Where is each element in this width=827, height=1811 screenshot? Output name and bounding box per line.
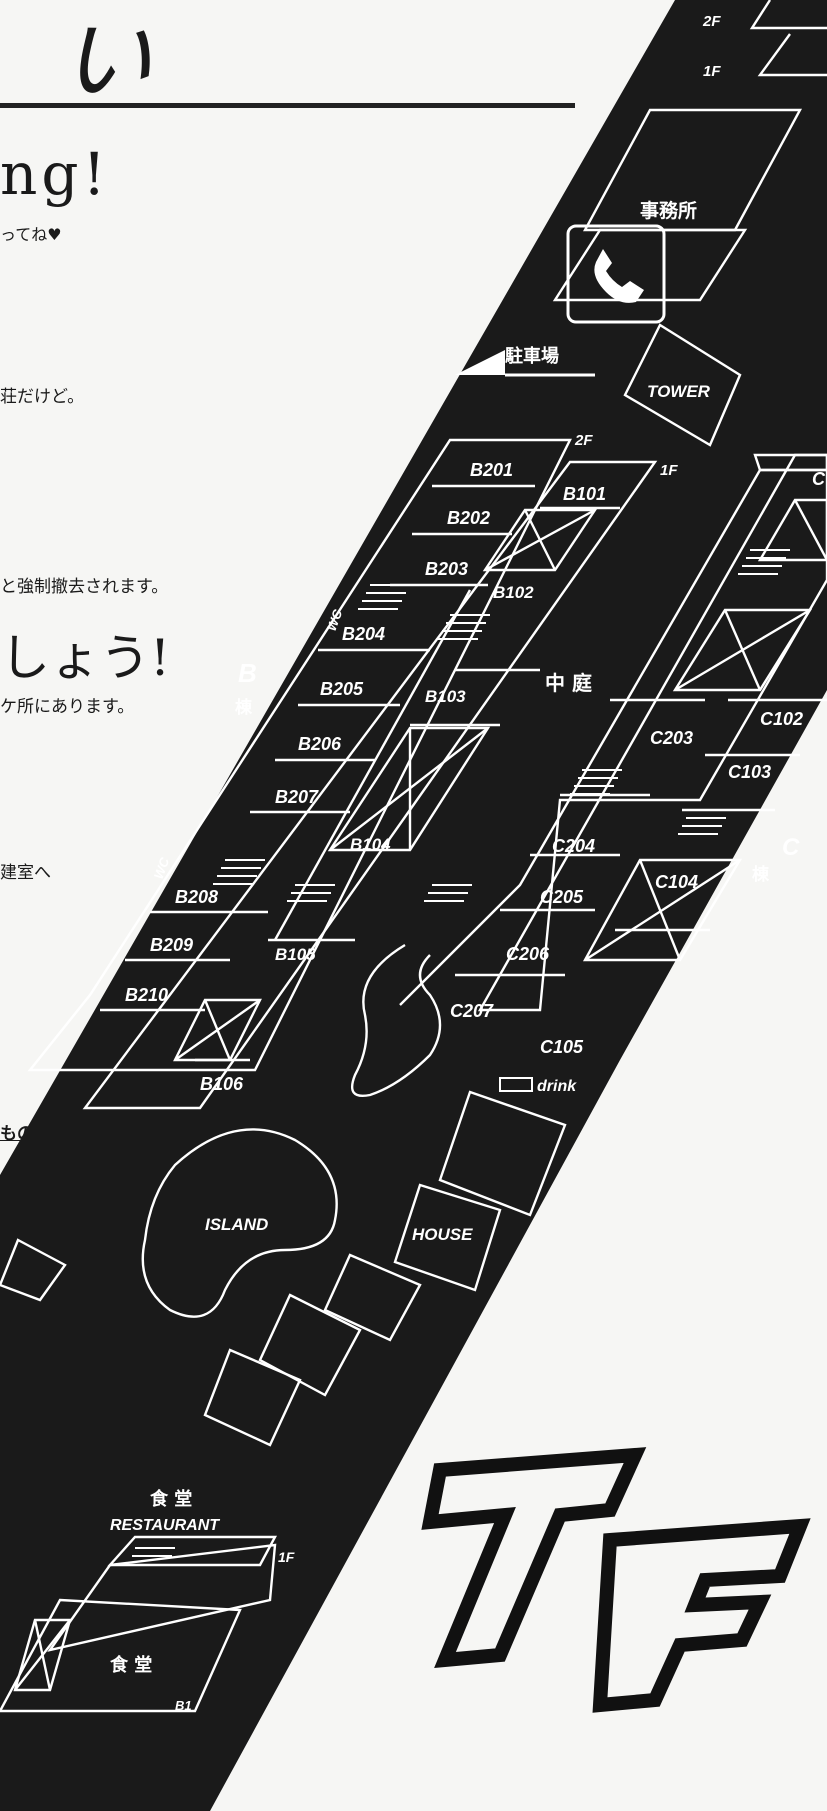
room-b204: B204 (342, 624, 385, 644)
room-b103: B103 (425, 687, 466, 706)
b-floor-2f: 2F (574, 432, 593, 449)
text-line-3: と強制撤去されます。 (0, 577, 169, 597)
room-c102: C102 (760, 709, 803, 729)
office-label: 事務所 (640, 199, 697, 222)
b-building-letter: B (238, 658, 257, 688)
tf-logo: TF (0, 0, 811, 1713)
c-partial-label: C (812, 469, 826, 489)
room-c207: C207 (450, 1001, 494, 1021)
b-wc-lower: WC (151, 855, 173, 881)
tower-label: TOWER (647, 382, 711, 401)
b-wc-upper: WC (324, 607, 346, 633)
parking-label: 駐車場 (505, 345, 559, 367)
parking-arrow-icon (455, 350, 505, 375)
c-building-letter: C (782, 834, 800, 861)
tower-outline (623, 323, 742, 447)
heading-fragment: ng! (0, 140, 110, 208)
room-c104: C104 (655, 872, 698, 892)
room-b101: B101 (563, 484, 606, 504)
b-floor-1f: 1F (660, 462, 678, 479)
room-c105: C105 (540, 1037, 584, 1057)
title-rule (0, 103, 575, 108)
courtyard-label: 中 庭 (545, 671, 592, 695)
text-line-2: 荘だけど。 (0, 387, 85, 407)
room-b203: B203 (425, 559, 468, 579)
restaurant-en-label: RESTAURANT (110, 1517, 220, 1534)
title-fragment: い (60, 7, 153, 114)
text-line-1: ってね♥ (0, 225, 62, 244)
house-cluster (0, 1090, 567, 1447)
house-label: HOUSE (412, 1225, 473, 1244)
room-b102: B102 (493, 583, 534, 602)
pond-outline (350, 943, 442, 1097)
room-b201: B201 (470, 460, 513, 480)
floor-label-1f-top: 1F (703, 63, 721, 80)
svg-text:TF: TF (0, 0, 22, 4)
room-c206: C206 (506, 944, 550, 964)
floor-label-2f-top: 2F (702, 13, 721, 30)
text-line-5: 建室へ (0, 863, 51, 883)
room-c103: C103 (728, 762, 771, 782)
c-building-kanji: 棟 (752, 864, 770, 885)
restaurant-b1-jp-label: 食 堂 (109, 1654, 152, 1676)
restaurant-block (0, 1535, 278, 1713)
room-b104: B104 (350, 835, 391, 854)
island-outline (141, 1128, 338, 1318)
room-b205: B205 (320, 679, 364, 699)
room-c205: C205 (540, 887, 584, 907)
restaurant-b1-floor-label: B1 (175, 1698, 192, 1713)
room-b206: B206 (298, 734, 342, 754)
room-c204: C204 (552, 836, 595, 856)
room-b208: B208 (175, 887, 218, 907)
island-label: ISLAND (205, 1215, 268, 1234)
b-building (27, 438, 658, 1110)
c-building (350, 453, 827, 1097)
drink-icon (499, 1077, 533, 1092)
heading-2-fragment: しょう! (0, 629, 171, 687)
drink-label: drink (537, 1078, 577, 1095)
room-b210: B210 (125, 985, 168, 1005)
phone-icon (566, 224, 666, 324)
room-b105: B105 (275, 945, 316, 964)
text-line-4: ケ所にあります。 (0, 697, 135, 717)
room-b209: B209 (150, 935, 193, 955)
restaurant-floor-label: 1F (278, 1549, 295, 1565)
room-b106: B106 (200, 1074, 244, 1094)
restaurant-jp-label: 食 堂 (149, 1488, 192, 1510)
room-b207: B207 (275, 787, 319, 807)
b-building-kanji: 棟 (235, 697, 253, 718)
room-c203: C203 (650, 728, 693, 748)
room-b202: B202 (447, 508, 490, 528)
